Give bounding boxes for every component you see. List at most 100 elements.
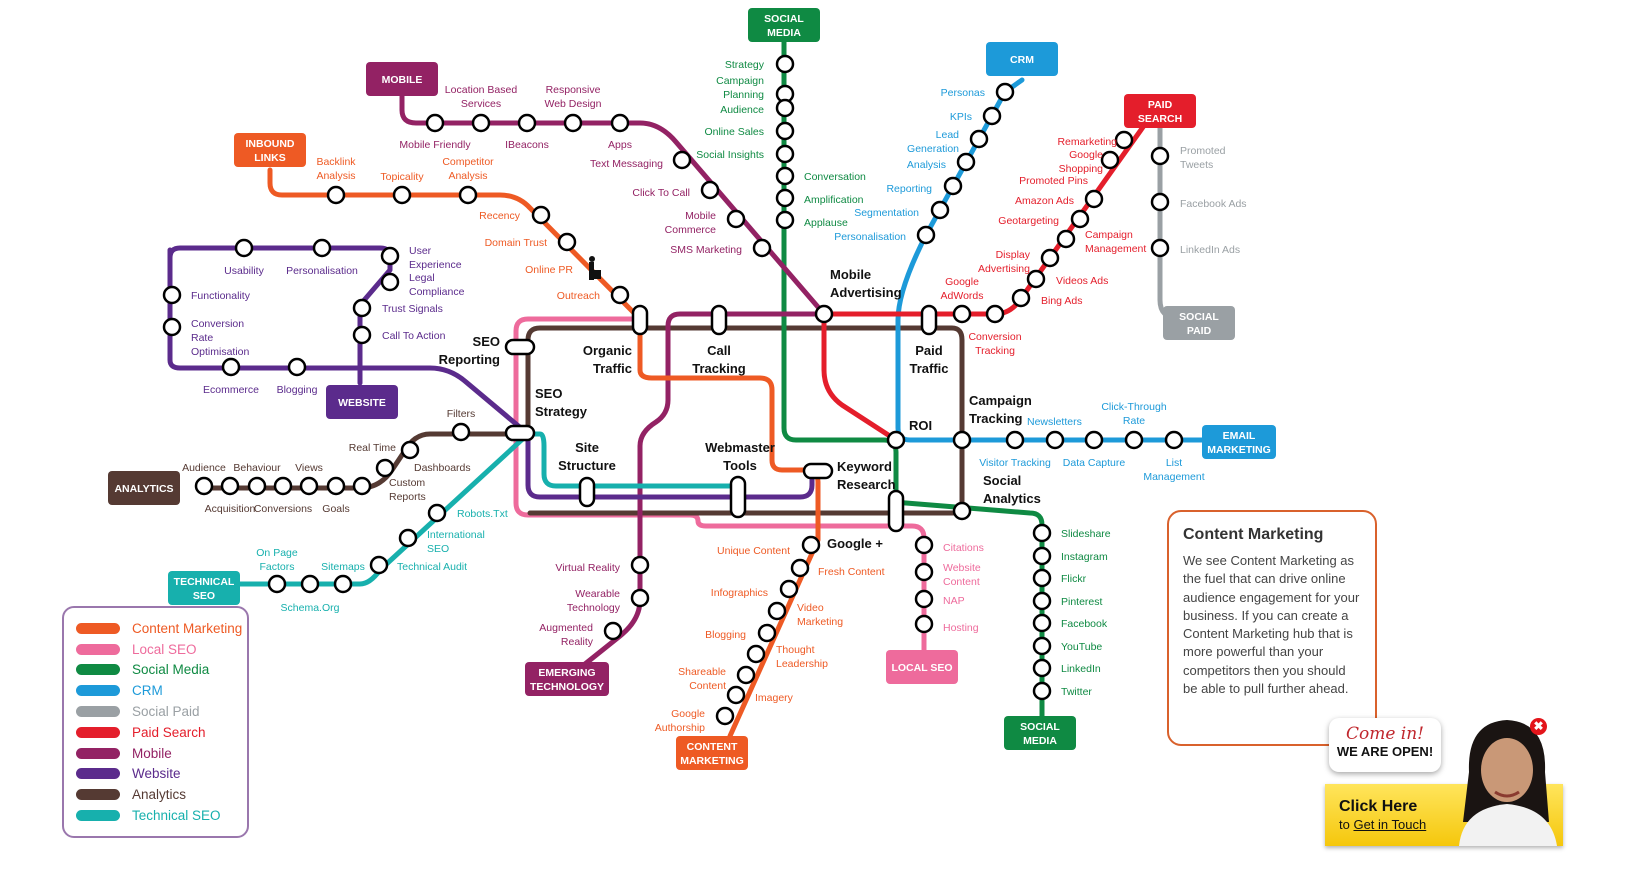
terminal-analytics-box[interactable] bbox=[108, 471, 180, 505]
station-analytics[interactable] bbox=[400, 440, 420, 460]
station-social_media[interactable] bbox=[775, 98, 795, 118]
station-crm[interactable] bbox=[995, 82, 1015, 102]
terminal-social-media-bottom-box[interactable] bbox=[1004, 716, 1076, 750]
station-emerging_technology[interactable] bbox=[603, 621, 623, 641]
station-social_paid[interactable] bbox=[1150, 238, 1170, 258]
terminal-website-box[interactable] bbox=[326, 385, 398, 419]
interchange-paid-traffic[interactable] bbox=[920, 304, 938, 336]
station-website[interactable] bbox=[352, 298, 372, 318]
station-mobile[interactable] bbox=[517, 113, 537, 133]
station-content[interactable] bbox=[790, 558, 810, 578]
station-paid_search[interactable] bbox=[1114, 130, 1134, 150]
station-social_media_networks[interactable] bbox=[1032, 568, 1052, 588]
station-social_media[interactable] bbox=[775, 210, 795, 230]
station-email[interactable] bbox=[1084, 430, 1104, 450]
station-analytics[interactable] bbox=[326, 476, 346, 496]
terminal-social-paid-box[interactable] bbox=[1163, 306, 1235, 340]
interchange-webmaster-tools[interactable] bbox=[729, 475, 747, 519]
station-content[interactable] bbox=[736, 665, 756, 685]
terminal-technical-seo-box[interactable] bbox=[168, 571, 240, 605]
station-social_media_networks[interactable] bbox=[1032, 523, 1052, 543]
station-technical_seo[interactable] bbox=[333, 574, 353, 594]
station-social_media_networks[interactable] bbox=[1032, 658, 1052, 678]
station-local_seo[interactable] bbox=[914, 535, 934, 555]
interchange-site-structure[interactable] bbox=[578, 476, 596, 508]
contact-widget[interactable]: Come in! WE ARE OPEN! Click Here to Get … bbox=[1325, 712, 1565, 852]
station-social_media_networks[interactable] bbox=[1032, 613, 1052, 633]
interchange-mobile-advertising[interactable] bbox=[814, 304, 834, 324]
station-social_media_networks[interactable] bbox=[1032, 636, 1052, 656]
station-mobile[interactable] bbox=[425, 113, 445, 133]
interchange-social-analytics[interactable] bbox=[952, 501, 972, 521]
station-inbound[interactable] bbox=[326, 185, 346, 205]
terminal-inbound-links-box[interactable] bbox=[234, 133, 306, 167]
station-local_seo[interactable] bbox=[914, 614, 934, 634]
terminal-crm-box[interactable] bbox=[986, 42, 1058, 76]
station-analytics[interactable] bbox=[299, 476, 319, 496]
station-emerging_technology[interactable] bbox=[630, 588, 650, 608]
station-content[interactable] bbox=[801, 535, 821, 555]
station-paid_search[interactable] bbox=[1084, 189, 1104, 209]
station-paid_search[interactable] bbox=[1026, 269, 1046, 289]
station-technical_seo[interactable] bbox=[427, 503, 447, 523]
station-website[interactable] bbox=[221, 357, 241, 377]
terminal-mobile-box[interactable] bbox=[366, 62, 438, 96]
station-email[interactable] bbox=[1164, 430, 1184, 450]
station-mobile[interactable] bbox=[563, 113, 583, 133]
station-social_media_networks[interactable] bbox=[1032, 681, 1052, 701]
station-content[interactable] bbox=[726, 685, 746, 705]
station-paid_search[interactable] bbox=[1056, 229, 1076, 249]
station-analytics[interactable] bbox=[375, 458, 395, 478]
interchange-keyword-research[interactable] bbox=[802, 462, 834, 480]
station-content[interactable] bbox=[757, 623, 777, 643]
terminal-website[interactable]: WEBSITE bbox=[326, 385, 398, 419]
terminal-email-marketing-box[interactable] bbox=[1202, 425, 1276, 459]
station-website[interactable] bbox=[352, 325, 372, 345]
terminal-content-marketing-box[interactable] bbox=[676, 736, 748, 770]
station-crm[interactable] bbox=[956, 152, 976, 172]
station-website[interactable] bbox=[312, 238, 332, 258]
interchange-campaign-tracking[interactable] bbox=[952, 430, 972, 450]
station-crm[interactable] bbox=[916, 225, 936, 245]
interchange-seo-reporting[interactable] bbox=[504, 338, 536, 356]
station-crm[interactable] bbox=[969, 129, 989, 149]
station-crm[interactable] bbox=[943, 176, 963, 196]
terminal-local-seo[interactable]: LOCAL SEO bbox=[886, 650, 958, 684]
station-analytics[interactable] bbox=[247, 476, 267, 496]
station-analytics[interactable] bbox=[194, 476, 214, 496]
station-emerging_technology[interactable] bbox=[630, 555, 650, 575]
station-social_media[interactable] bbox=[775, 144, 795, 164]
station-mobile[interactable] bbox=[726, 209, 746, 229]
station-content[interactable] bbox=[779, 579, 799, 599]
station-local_seo[interactable] bbox=[914, 562, 934, 582]
station-social_paid[interactable] bbox=[1150, 146, 1170, 166]
station-analytics[interactable] bbox=[352, 476, 372, 496]
station-mobile[interactable] bbox=[471, 113, 491, 133]
station-content[interactable] bbox=[715, 706, 735, 726]
get-in-touch-link[interactable]: Get in Touch bbox=[1353, 817, 1427, 832]
station-website[interactable] bbox=[287, 357, 307, 377]
station-mobile[interactable] bbox=[672, 150, 692, 170]
station-website[interactable] bbox=[380, 272, 400, 292]
station-paid_search[interactable] bbox=[1011, 288, 1031, 308]
station-local_seo[interactable] bbox=[914, 589, 934, 609]
station-email[interactable] bbox=[1124, 430, 1144, 450]
station-social_media[interactable] bbox=[775, 188, 795, 208]
station-email[interactable] bbox=[1045, 430, 1065, 450]
station-paid_search[interactable] bbox=[1040, 248, 1060, 268]
station-analytics[interactable] bbox=[220, 476, 240, 496]
station-inbound_links[interactable] bbox=[557, 232, 577, 252]
station-paid_search[interactable] bbox=[985, 304, 1005, 324]
terminal-mobile[interactable]: MOBILE bbox=[366, 62, 438, 96]
station-website[interactable] bbox=[162, 285, 182, 305]
station-analytics[interactable] bbox=[273, 476, 293, 496]
station-technical_seo[interactable] bbox=[267, 574, 287, 594]
station-technical_seo[interactable] bbox=[398, 528, 418, 548]
